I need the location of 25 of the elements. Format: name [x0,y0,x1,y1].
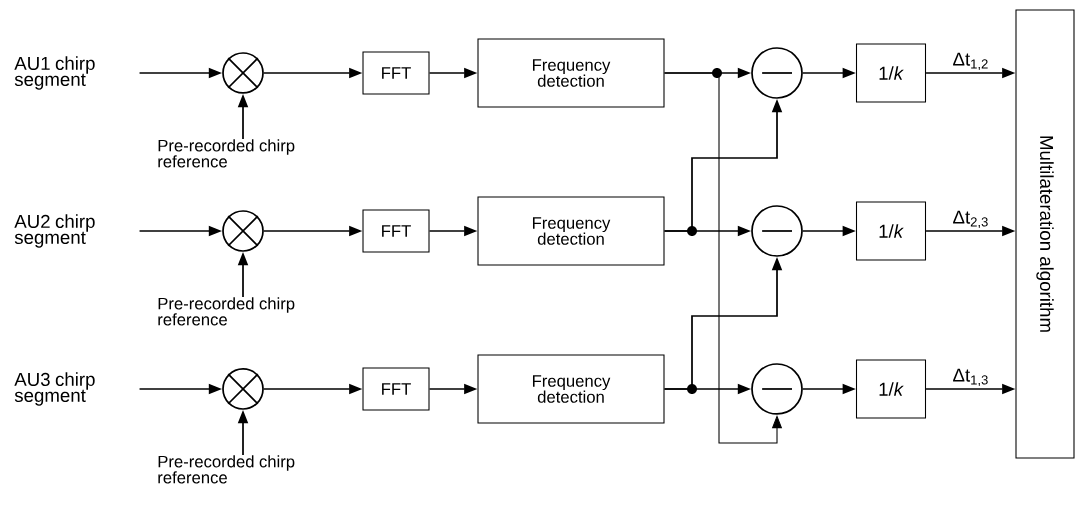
process-box: Frequency detection [477,38,665,108]
subtractor-circle [751,363,803,415]
reference-label: Pre-recorded chirp reference [158,139,295,168]
multiplier-circle [222,52,264,94]
input-label: AU1 chirp segment [14,56,95,90]
process-box: FFT [362,367,430,411]
edge-label: Δt$_{1,2}$ [953,52,988,71]
process-box: FFT [362,51,430,95]
gain-box: 1/k [855,201,927,261]
subtractor-circle [751,205,803,257]
edge-label: Δt$_{2,3}$ [953,210,988,229]
multiplier-circle [222,368,264,410]
gain-box: 1/k [855,359,927,419]
reference-label: Pre-recorded chirp reference [158,297,295,326]
process-box: FFT [362,209,430,253]
subtractor-circle [751,47,803,99]
process-box: Frequency detection [477,354,665,424]
multiplier-circle [222,210,264,252]
edge-label: Δt$_{1,3}$ [953,368,988,387]
input-label: AU2 chirp segment [14,214,95,248]
process-box: Frequency detection [477,196,665,266]
reference-label: Pre-recorded chirp reference [158,455,295,484]
input-label: AU3 chirp segment [14,372,95,406]
gain-box: 1/k [855,43,927,103]
process-box: Multilateration algorithm [1015,9,1075,459]
